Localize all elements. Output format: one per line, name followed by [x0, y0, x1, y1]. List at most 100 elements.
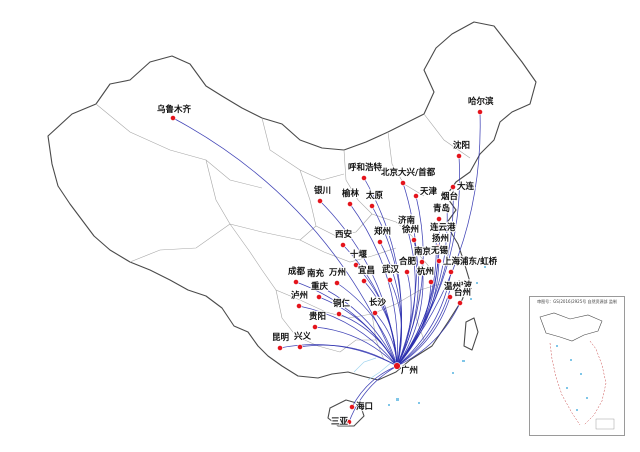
city-dot-yinchuan[interactable]	[317, 198, 323, 204]
city-dot-shiyan[interactable]	[353, 262, 359, 268]
route-luzhou	[298, 305, 398, 367]
city-label-wenzhou: 温州	[444, 281, 461, 292]
city-label-zhengzhou: 郑州	[374, 226, 391, 237]
city-label-taizhou: 台州	[454, 287, 471, 298]
city-label-hohhot: 呼和浩特	[348, 162, 383, 173]
city-label-shanghai: 上海浦东/虹桥	[443, 256, 498, 267]
route-yichang	[363, 280, 398, 367]
inset-scale-box	[595, 418, 615, 430]
city-dot-nanjing[interactable]	[419, 259, 425, 265]
city-dot-jinan[interactable]	[405, 228, 411, 234]
city-dot-wuxi[interactable]	[436, 258, 442, 264]
city-label-hangzhou: 杭州	[417, 266, 434, 277]
city-label-dalian: 大连	[457, 181, 475, 192]
city-dot-xuzhou[interactable]	[411, 237, 417, 243]
city-dot-wuhan[interactable]	[387, 277, 393, 283]
route-beijing	[396, 182, 417, 367]
city-dot-lianyungang[interactable]	[433, 235, 439, 241]
city-dot-taiyuan[interactable]	[369, 203, 375, 209]
city-label-nanjing: 南京	[414, 246, 432, 257]
city-dot-wenzhou[interactable]	[447, 294, 453, 300]
hainan-island	[327, 399, 365, 427]
city-dot-dalian[interactable]	[450, 184, 456, 190]
city-dot-zhengzhou[interactable]	[377, 239, 383, 245]
route-sanya	[348, 365, 398, 423]
city-dot-luzhou[interactable]	[296, 303, 302, 309]
city-label-sanya: 三亚	[331, 417, 349, 427]
city-label-guangzhou: 广州	[401, 365, 418, 376]
city-label-lianyungang: 连云港	[430, 222, 456, 233]
route-wanzhou	[336, 282, 398, 367]
city-dot-kunming[interactable]	[277, 345, 283, 351]
city-label-xuzhou: 徐州	[401, 224, 419, 235]
inset-title: 审图号：GS(2016)2925号 自然资源部 监制	[537, 299, 617, 304]
city-markers: 乌鲁木齐哈尔滨沈阳呼和浩特北京大兴/首都大连天津烟台银川榆林太原青岛济南西安郑州…	[156, 95, 499, 428]
city-label-luzhou: 泸州	[291, 290, 308, 301]
city-dot-urumqi[interactable]	[170, 115, 176, 121]
route-zhengzhou	[379, 241, 402, 367]
city-dot-tongren[interactable]	[336, 311, 342, 317]
city-dot-harbin[interactable]	[477, 109, 483, 115]
city-label-guiyang: 贵阳	[309, 311, 326, 322]
city-label-hefei: 合肥	[398, 256, 417, 267]
city-dot-wanzhou[interactable]	[334, 280, 340, 286]
route-changsha	[374, 312, 398, 367]
city-dot-taizhou[interactable]	[457, 300, 463, 306]
city-dot-qingdao[interactable]	[436, 216, 442, 222]
city-dot-chengdu[interactable]	[293, 279, 299, 285]
city-label-yulin: 榆林	[342, 188, 360, 199]
city-label-haikou: 海口	[356, 401, 373, 412]
city-label-harbin: 哈尔滨	[468, 96, 494, 107]
city-dot-yulin[interactable]	[347, 201, 353, 207]
city-dot-changsha[interactable]	[372, 310, 378, 316]
route-shanghai	[396, 271, 452, 367]
city-dot-beijing[interactable]	[400, 180, 406, 186]
city-label-qingdao: 青岛	[433, 203, 450, 214]
city-label-kunming: 昆明	[272, 332, 290, 343]
river	[353, 357, 377, 373]
inset-coast	[539, 312, 603, 342]
inset-dashed-line	[583, 340, 607, 426]
city-dot-hohhot[interactable]	[361, 175, 367, 181]
city-dot-yangzhou[interactable]	[435, 244, 441, 250]
city-label-shiyan: 十堰	[350, 249, 368, 260]
city-dot-hefei[interactable]	[404, 269, 410, 275]
city-dot-sanya[interactable]	[346, 419, 352, 425]
city-dot-xian[interactable]	[340, 242, 346, 248]
city-dot-yichang[interactable]	[361, 278, 367, 284]
city-label-urumqi: 乌鲁木齐	[157, 104, 192, 115]
city-label-changsha: 长沙	[369, 297, 387, 308]
city-dot-guiyang[interactable]	[312, 324, 318, 330]
city-label-wuxi: 无锡	[430, 245, 449, 256]
city-dot-guangzhou[interactable]	[393, 362, 401, 370]
city-label-xingyi: 兴义	[294, 331, 312, 342]
city-label-jinan: 济南	[398, 215, 416, 226]
city-dot-tianjin[interactable]	[413, 193, 419, 199]
city-label-tianjin: 天津	[420, 186, 438, 197]
city-label-wuhan: 武汉	[382, 264, 400, 275]
country-outline	[47, 21, 537, 381]
route-tongren	[338, 313, 398, 367]
city-dot-xingyi[interactable]	[297, 344, 303, 350]
city-dot-shanghai[interactable]	[448, 269, 454, 275]
inset-dashed-line	[549, 342, 581, 426]
city-dot-shenyang[interactable]	[456, 153, 462, 159]
city-label-xian: 西安	[335, 229, 353, 240]
city-label-taiyuan: 太原	[365, 190, 384, 201]
flight-routes	[172, 111, 481, 423]
route-taizhou	[396, 302, 461, 367]
city-dot-yantai[interactable]	[444, 204, 450, 210]
city-label-chengdu: 成都	[288, 266, 306, 277]
city-dot-ningbo[interactable]	[448, 283, 454, 289]
city-dot-chongqing[interactable]	[316, 294, 322, 300]
route-wenzhou	[396, 296, 451, 367]
route-wuhan	[389, 279, 403, 367]
taiwan-island	[463, 317, 479, 351]
city-dot-nanchong[interactable]	[312, 281, 318, 287]
city-dot-haikou[interactable]	[349, 404, 355, 410]
route-xingyi	[299, 344, 398, 367]
city-label-ningbo: 宁波	[455, 280, 473, 291]
city-dot-hangzhou[interactable]	[428, 279, 434, 285]
